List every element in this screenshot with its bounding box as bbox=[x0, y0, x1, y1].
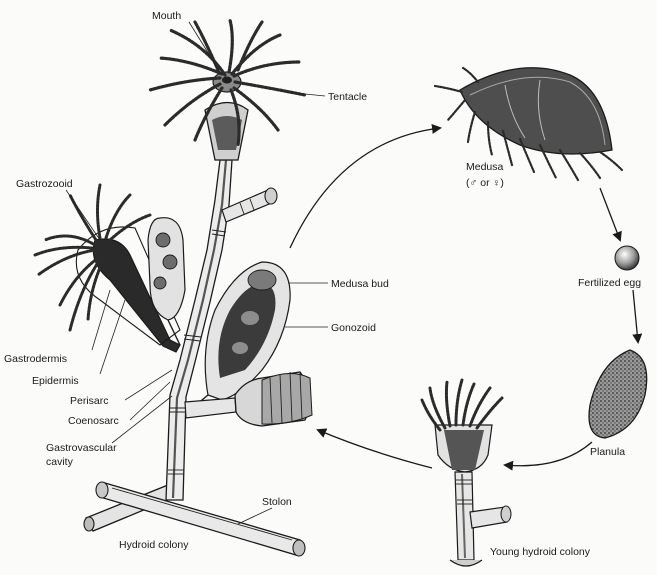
arrow-young-colony-to-hydroid bbox=[318, 430, 432, 468]
label-stolon: Stolon bbox=[262, 496, 292, 508]
stolon-tube bbox=[84, 482, 305, 556]
upper-gastrozooid bbox=[150, 20, 305, 160]
label-mouth: Mouth bbox=[152, 10, 181, 22]
label-gastrovascular: Gastrovascular bbox=[46, 442, 117, 454]
planula-illustration bbox=[589, 350, 647, 438]
medusa-illustration bbox=[435, 68, 622, 180]
label-planula: Planula bbox=[590, 446, 625, 458]
fertilized-egg-shape bbox=[615, 246, 639, 270]
label-gastrozooid: Gastrozooid bbox=[16, 178, 73, 190]
label-medusa-sex: (♂ or ♀) bbox=[466, 177, 504, 189]
label-young-hydroid-colony: Young hydroid colony bbox=[490, 546, 591, 558]
arrow-medusa-to-egg bbox=[600, 188, 620, 240]
arrow-egg-to-planula bbox=[633, 290, 638, 342]
label-tentacle: Tentacle bbox=[328, 91, 367, 103]
label-medusa-bud: Medusa bud bbox=[331, 278, 389, 290]
label-fertilized-egg: Fertilized egg bbox=[578, 277, 641, 289]
label-gonozoid: Gonozoid bbox=[331, 322, 376, 334]
label-medusa: Medusa bbox=[466, 161, 504, 173]
young-hydroid-colony-illustration bbox=[422, 380, 511, 566]
label-perisarc: Perisarc bbox=[70, 395, 109, 407]
label-epidermis: Epidermis bbox=[32, 375, 79, 387]
hydroid-colony-illustration bbox=[35, 20, 312, 556]
label-gastrodermis: Gastrodermis bbox=[4, 353, 67, 365]
label-cavity: cavity bbox=[46, 456, 74, 468]
label-hydroid-colony: Hydroid colony bbox=[119, 539, 189, 551]
label-coenosarc: Coenosarc bbox=[68, 415, 119, 427]
arrow-planula-to-young-colony bbox=[505, 442, 592, 466]
arrow-hydroid-to-medusa bbox=[290, 128, 440, 248]
